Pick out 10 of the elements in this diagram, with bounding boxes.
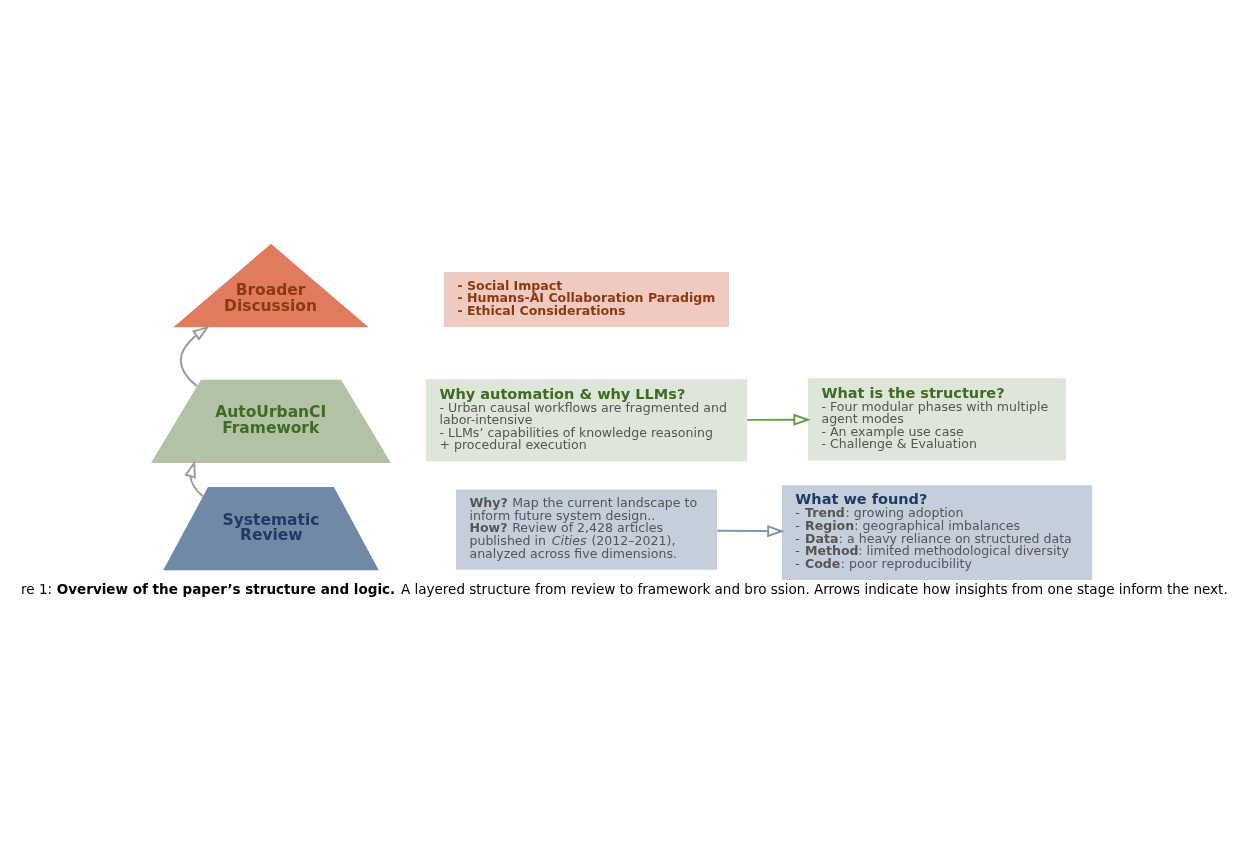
node-box: - Social Impact - Humans-AI Collaboration Paradigm - Ethical Considerations <box>443 271 730 328</box>
node-box: What is the structure? - Four modular phases with multiple agent modes - An example use case - Challenge & Evaluation <box>807 378 1067 461</box>
arrow <box>184 460 204 498</box>
node-box: Why? Map the current landscape to inform future system design.. How? Review of 2,428 articles published in Cities (2012–2021), analyzed across five dimensions. <box>455 489 717 570</box>
arrow <box>179 325 210 388</box>
arrow <box>746 413 811 426</box>
arrow <box>716 525 785 538</box>
caption: re 1: Overview of the paper’s structure and logic. A layered structure from review to framework and bro ssion. Arrows indicate how insights from one stage inform the next. <box>21 580 1228 597</box>
node-box: What we found? - Trend: growing adoption - Region: geographical imbalances - Data: a heavy reliance on structured data - Method: limited methodological diversity - Code: poor reproducibility <box>781 485 1093 580</box>
node-box: Why automation & why LLMs? - Urban causal workflows are fragmented and labor-intensive - LLMs’ capabilities of knowledge reasoning + procedural execution <box>425 379 747 462</box>
